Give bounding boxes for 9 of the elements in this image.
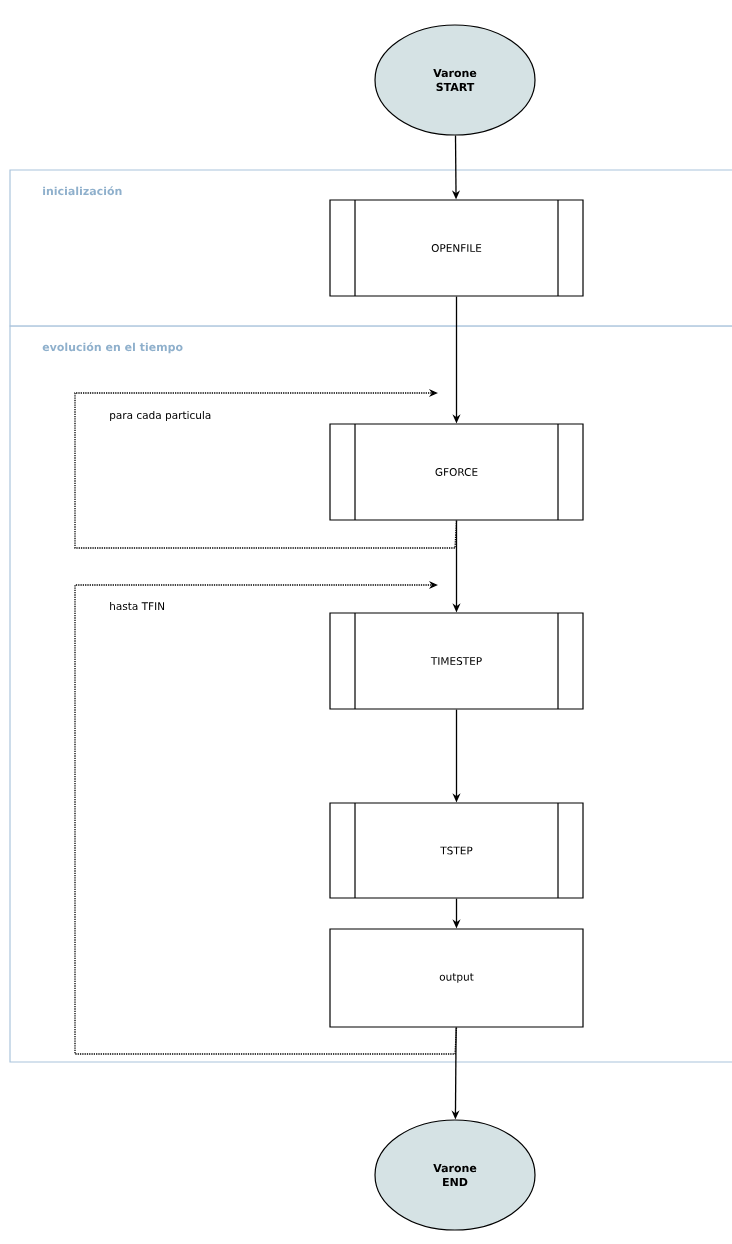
subroutine-box: TSTEP — [329, 802, 584, 899]
subroutine-box: TIMESTEP — [329, 612, 584, 710]
subroutine-box: OPENFILE — [329, 199, 584, 297]
loop-label: hasta TFIN — [110, 601, 164, 611]
loop-arrow — [74, 388, 458, 549]
loop-arrow — [74, 580, 458, 1055]
subroutine-box: GFORCE — [329, 423, 584, 521]
loop-label: para cada particula — [110, 410, 211, 422]
process-box: output — [329, 928, 584, 1028]
